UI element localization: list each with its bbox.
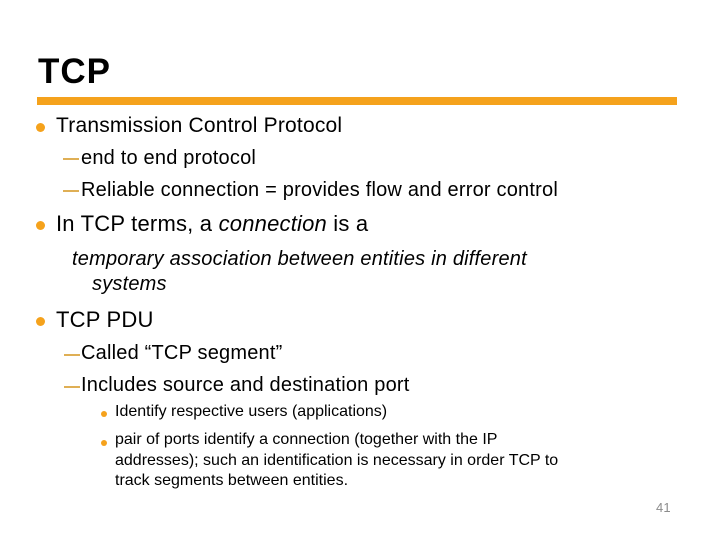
small-item-identify-users: Identify respective users (applications) [115,403,388,420]
dash-icon [64,386,80,388]
sub-item-end-to-end: end to end protocol [81,147,257,169]
bullet-item-transmission: Transmission Control Protocol [56,114,343,137]
small-item-pair-of-ports-line-1: pair of ports identify a connection (tog… [115,431,498,448]
dash-icon [64,354,80,356]
continuation-line-2: systems [92,273,167,295]
bullet-icon [36,221,45,230]
small-item-pair-of-ports-line-3: track segments between entities. [115,472,349,489]
sub-item-called-segment: Called “TCP segment” [81,342,283,364]
dash-icon [63,190,79,192]
tcp-terms-prefix: In TCP terms, a [56,211,219,236]
title-underline-rule [37,97,677,105]
slide-title: TCP [38,52,111,91]
small-bullet-icon [101,440,107,446]
continuation-line-1: temporary association between entities i… [72,248,527,270]
dash-icon [63,158,79,160]
bullet-item-tcp-terms: In TCP terms, a connection is a [56,211,368,237]
bullet-icon [36,317,45,326]
tcp-terms-suffix: is a [326,211,369,236]
sub-item-reliable-connection: Reliable connection = provides flow and … [81,179,558,201]
tcp-terms-emphasis: connection [218,211,327,236]
sub-item-includes-port: Includes source and destination port [81,374,410,396]
bullet-item-tcp-pdu: TCP PDU [56,307,154,332]
small-bullet-icon [101,411,107,417]
bullet-icon [36,123,45,132]
small-item-pair-of-ports-line-2: addresses); such an identification is ne… [115,452,559,469]
page-number: 41 [656,500,671,515]
